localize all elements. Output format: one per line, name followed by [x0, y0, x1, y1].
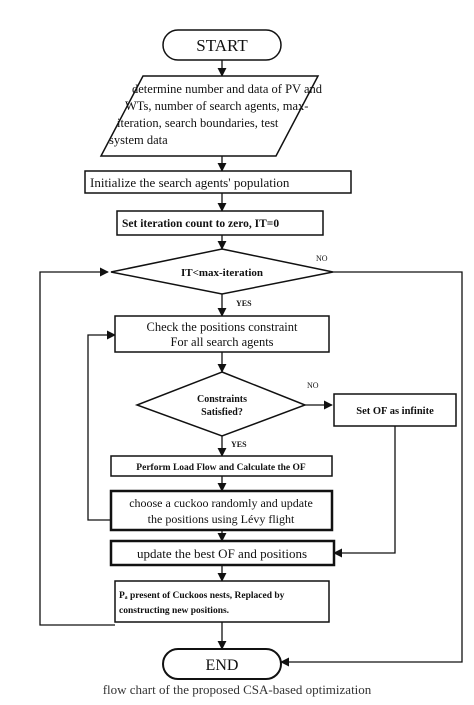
set-iteration-box	[116, 210, 324, 236]
start-label: START	[196, 36, 248, 55]
load-flow-box	[110, 455, 333, 477]
edge-iteration-no-end	[280, 271, 463, 667]
connectors	[39, 60, 463, 667]
edge-infinite-update	[333, 426, 396, 558]
replace-nests-line-2: constructing new positions.	[119, 606, 229, 616]
update-best-box	[109, 539, 336, 567]
load-flow-label: Perform Load Flow and Calculate the OF	[136, 463, 306, 473]
end-label: END	[206, 657, 239, 674]
cuckoo-update-line-1: choose a cuckoo randomly and update	[129, 496, 313, 510]
update-best-label: update the best OF and positions	[137, 546, 307, 561]
iteration-yes-label: YES	[236, 299, 252, 308]
check-positions-line-1: Check the positions constraint	[146, 320, 298, 334]
inputs-line-2: WTs, number of search agents, max-	[125, 99, 308, 113]
constraints-decision	[134, 371, 308, 437]
start-terminator	[162, 29, 282, 61]
check-positions-box	[114, 315, 330, 353]
edge-cuckoo-back	[87, 330, 116, 521]
constraints-no-label: NO	[307, 381, 319, 390]
init-population-label: Initialize the search agents' population	[90, 175, 290, 190]
inputs-line-3: iteration, search boundaries, test	[117, 116, 279, 130]
constraints-yes-label: YES	[231, 440, 247, 449]
iteration-no-label: NO	[316, 254, 328, 263]
edge-loop-back	[39, 267, 115, 626]
init-population-box	[84, 170, 352, 194]
set-of-infinite-label: Set OF as infinite	[356, 406, 434, 417]
set-of-infinite-box	[333, 393, 457, 427]
iteration-decision-label: IT<max-iteration	[181, 267, 263, 279]
cuckoo-update-box	[109, 489, 334, 532]
iteration-decision	[110, 248, 334, 295]
replace-nests-box	[114, 580, 330, 623]
replace-nests-line-1: Pₐ present of Cuckoos nests, Replaced by	[119, 591, 285, 601]
end-terminator	[162, 648, 282, 680]
constraints-line-2: Satisfied?	[201, 407, 243, 418]
cuckoo-update-line-2: the positions using Lévy flight	[148, 512, 295, 526]
inputs-line-1: determine number and data of PV and	[132, 82, 323, 96]
figure-caption: flow chart of the proposed CSA-based opt…	[102, 682, 372, 697]
input-parallelogram	[99, 75, 320, 157]
set-iteration-label: Set iteration count to zero, IT=0	[122, 218, 279, 230]
check-positions-line-2: For all search agents	[170, 335, 273, 349]
inputs-line-4: system data	[109, 133, 168, 147]
constraints-line-1: Constraints	[197, 394, 247, 405]
